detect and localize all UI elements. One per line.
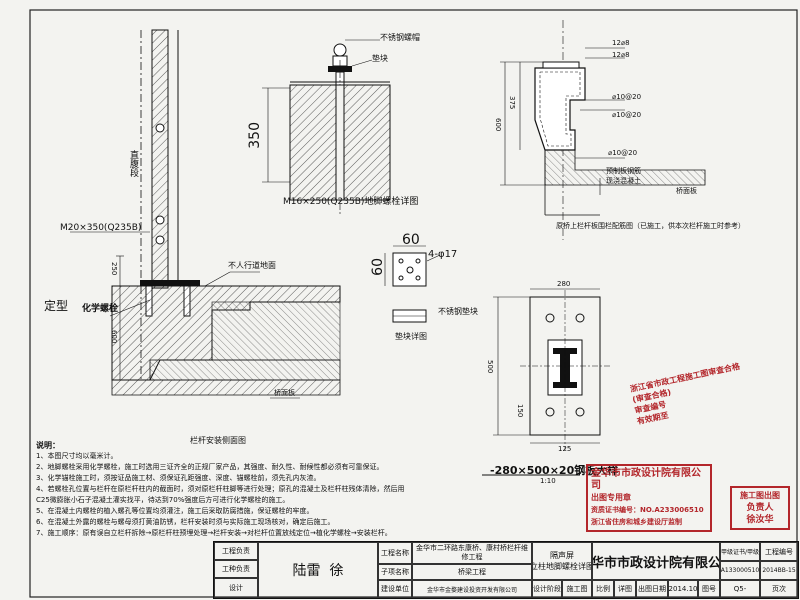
tb-scale-label: 比例	[592, 580, 614, 598]
notes-heading: 说明：	[36, 441, 60, 450]
company-seal: 金华市市政设计院有限公司 出图专用章 资质证书编号：NO.A233006510 …	[586, 464, 712, 532]
pad-nut-label: 不锈钢垫块	[438, 307, 478, 316]
plate-scale: 1:10	[540, 477, 556, 485]
tb-proj-label: 工程名称	[378, 542, 412, 564]
person-stamp: 施工图出图 负责人 徐汝华	[730, 486, 790, 530]
rebar-12a: 12⌀8	[612, 39, 630, 47]
seal-line: 金华市市政设计院有限公司	[591, 468, 701, 491]
note-line: C25微膨胀小石子混凝土灌实找平，待达到70%强度后方可进行化学螺栓的施工。	[36, 496, 290, 504]
note-line: 7、施工顺序：原有误自立栏杆拆除→原栏杆柱预埋处理→栏杆安装→对栏杆位置放线定位…	[36, 529, 392, 537]
plate-dim-500: 500	[486, 360, 494, 374]
drawing-title-line: 立柱地脚螺栓详图	[532, 562, 592, 571]
deck-label-left: 桥面板	[274, 389, 295, 397]
title-block: 工程负责 工种负责 设计 陆雷 徐 工程名称 金华市二环路东康桥、康村桥栏杆维修…	[213, 541, 799, 599]
note-line: 5、在混凝土内螺栓的植入螺孔等位置均须灌注，施工后采取防腐措施，保证螺栓的牢度。	[36, 507, 314, 515]
tb-date: 2014.10	[668, 580, 698, 598]
cast-label: 现浇混凝土	[606, 177, 641, 185]
guardrail-section-drawing	[500, 20, 706, 240]
tb-sheet-label: 图号	[698, 580, 720, 598]
post-label: 直腹段	[128, 150, 138, 177]
plate-caption: -280×500×20钢板大样	[490, 464, 619, 477]
tb-subproj-label: 子项名称	[378, 564, 412, 580]
tb-cert-no: A133000510	[720, 561, 760, 580]
rebar-10c: ⌀10@20	[608, 149, 638, 157]
tb-proj-no: 2014BB-15	[760, 561, 798, 580]
tb-role: 设计	[214, 578, 258, 598]
bolt-nut-label: 不锈钢螺帽	[380, 33, 420, 42]
plate-dim-150: 150	[516, 404, 524, 418]
pad-dim-holes: 4-φ17	[428, 249, 458, 260]
person-line: 徐汝华	[746, 515, 774, 525]
seal-line: 出图专用章	[591, 493, 631, 502]
tb-client-label: 建设单位	[378, 580, 412, 598]
drawing-title-line: 隔声屏	[550, 551, 574, 560]
note-line: 6、在混凝土外露的螺栓与螺母须打黄油防锈，栏杆安装时须与实际施工现场核对，确定后…	[36, 518, 335, 526]
tb-sheet: Q5-	[720, 580, 760, 598]
sidewalk-label: 不人行道地面	[228, 261, 276, 270]
seal-line: 资质证书编号：NO.A233006510	[591, 506, 704, 514]
tb-signatures: 陆雷 徐	[258, 542, 378, 598]
rebar-12b: 12⌀8	[612, 51, 630, 59]
guard-dim-600: 600	[494, 118, 502, 132]
bolt-dim-350: 350	[247, 122, 263, 149]
tb-stage: 施工图	[562, 580, 592, 598]
rebar-10a: ⌀10@20	[612, 93, 642, 101]
rebar-10b: ⌀10@20	[612, 111, 642, 119]
bolt-block-label: 垫块	[372, 54, 388, 63]
plate-dim-125: 125	[558, 445, 572, 453]
pad-dim-60-top: 60	[402, 232, 420, 248]
tb-page-label: 页次	[760, 580, 798, 598]
pad-dim-60-side: 60	[370, 258, 386, 276]
person-line: 负责人	[746, 503, 774, 513]
railing-bolt-label: M20×350(Q235B)	[60, 223, 142, 233]
railing-section-drawing	[70, 29, 341, 399]
pad-detail-drawing	[384, 245, 441, 323]
tb-cert-label: 甲级证书/甲级	[720, 542, 760, 561]
guard-dim-375: 375	[508, 96, 516, 110]
handwritten-note: 定型	[44, 299, 69, 313]
pad-detail-caption: 垫块详图	[395, 332, 427, 341]
tb-stage-label: 设计阶段	[532, 580, 562, 598]
tb-drawing-title: 隔声屏 立柱地脚螺栓详图	[532, 542, 592, 580]
bolt-detail-drawing	[262, 39, 391, 215]
note-line: 2、地脚螺栓采用化学螺栓，施工时选用三证齐全的正规厂家产品，其强度、耐久性、耐候…	[36, 463, 384, 471]
tb-subproj-name: 桥梁工程	[412, 564, 532, 580]
tb-company: 金华市市政设计院有限公司	[592, 542, 720, 580]
note-line: 1、本图尺寸均以毫米计。	[36, 452, 118, 460]
bolt-detail-caption: M16×250(Q235B)地脚螺栓详图	[283, 197, 419, 207]
guardrail-caption: 原桥上栏杆板围栏配筋图（已施工，供本次栏杆施工时参考）	[556, 222, 745, 230]
tb-client-name: 金华市金婺建设投资开发有限公司	[412, 580, 532, 598]
signature: 徐	[329, 563, 344, 579]
tb-proj-no-label: 工程编号	[760, 542, 798, 561]
dim-600-left: 600	[110, 330, 118, 344]
tb-role: 工程负责	[214, 542, 258, 560]
tb-proj-name: 金华市二环路东康桥、康村桥栏杆维修工程	[412, 542, 532, 564]
precast-label: 预制板钢筋	[606, 167, 641, 175]
chem-bolt-label: 化学螺栓	[82, 304, 119, 314]
seal-line: 浙江省住房和城乡建设厅监制	[591, 518, 682, 526]
railing-section-caption: 栏杆安装侧面图	[190, 436, 246, 445]
tb-date-label: 出图日期	[636, 580, 668, 598]
note-line: 3、化学锚栓施工时，须按证品施工材、须保证孔距强度、深度、锚螺栓前，须先孔内灰渣…	[36, 474, 321, 482]
signature: 陆雷	[292, 563, 321, 579]
general-notes: 说明： 1、本图尺寸均以毫米计。 2、地脚螺栓采用化学螺栓，施工时选用三证齐全的…	[36, 440, 405, 539]
note-line: 4、若螺栓孔位置与栏杆在原栏杆柱内的截面时，须对原栏杆柱脚等进行处理；原孔的混凝…	[36, 485, 405, 493]
guard-deck-label: 桥面板	[676, 187, 697, 195]
plate-detail-drawing	[482, 288, 610, 476]
tb-scale: 详图	[614, 580, 636, 598]
person-line: 施工图出图	[740, 491, 780, 500]
dim-250: 250	[110, 262, 118, 276]
tb-role: 工种负责	[214, 560, 258, 578]
plate-dim-280: 280	[557, 280, 571, 288]
